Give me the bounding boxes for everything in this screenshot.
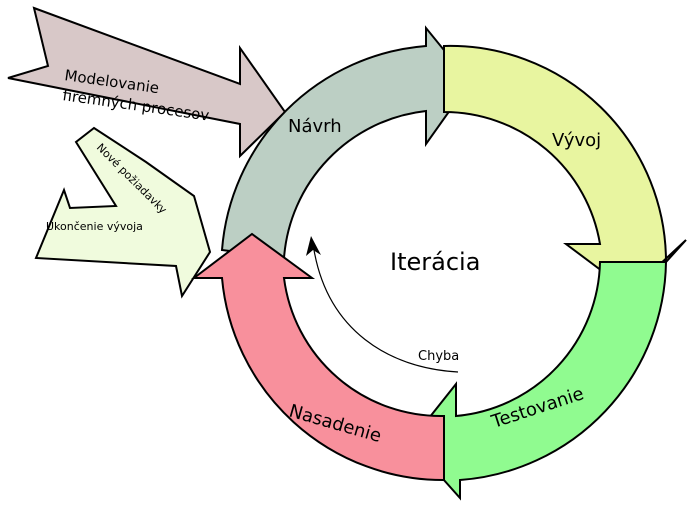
end-development-label: Ukončenie vývoja — [46, 220, 143, 233]
error-label: Chyba — [418, 349, 459, 364]
phase-label-navrh: Návrh — [288, 116, 342, 137]
phase-arrow-navrh — [220, 25, 472, 260]
side-fork-arrow — [34, 126, 212, 299]
phase-arrow-nasadenie — [191, 232, 445, 482]
error-feedback-arrowhead — [306, 236, 321, 256]
input-arrow — [7, 6, 287, 159]
error-feedback-curve — [313, 249, 459, 373]
phase-label-vyvoj: Vývoj — [552, 130, 601, 151]
phase-arrow-testovanie — [408, 261, 668, 501]
center-label: Iterácia — [390, 248, 480, 276]
